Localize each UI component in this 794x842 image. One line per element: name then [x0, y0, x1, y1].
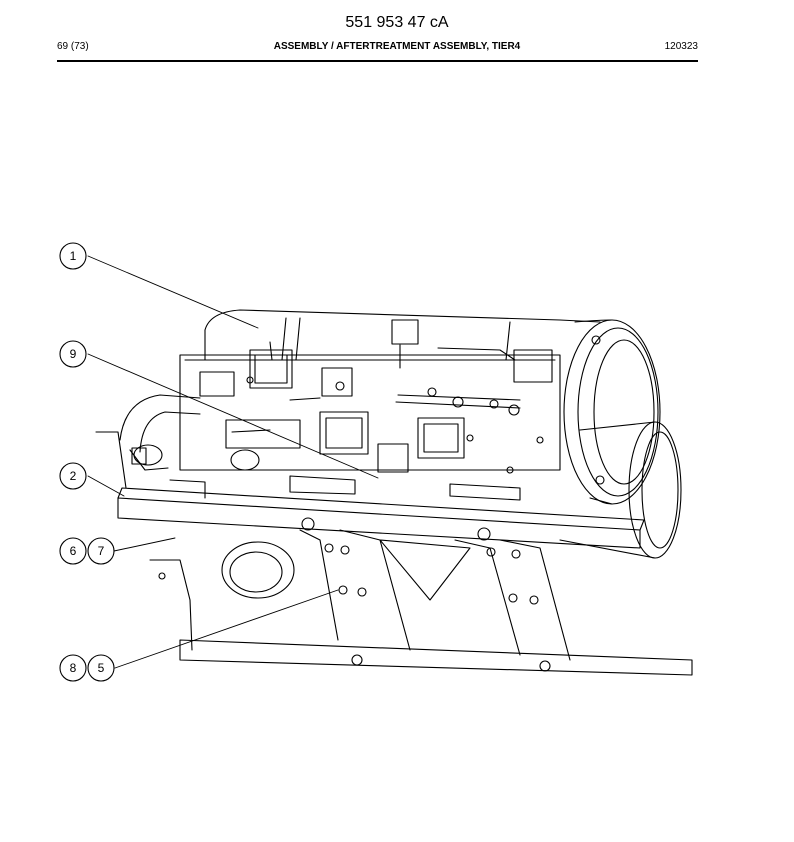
callout-bubble-2: 2	[59, 462, 87, 490]
frame-rail	[95, 431, 645, 549]
callout-label-7: 7	[98, 544, 105, 558]
support-structure	[149, 529, 693, 676]
header-rule	[57, 60, 698, 62]
callout-bubble-5: 5	[87, 654, 115, 682]
callout-leaders	[87, 255, 379, 669]
callout-label-6: 6	[70, 544, 77, 558]
callout-bubble-9: 9	[59, 340, 87, 368]
inlet-pipe	[119, 394, 201, 471]
page-counter: 69 (73)	[57, 41, 89, 52]
callout-bubble-6: 6	[59, 537, 87, 565]
callout-label-1: 1	[70, 249, 77, 263]
callout-label-9: 9	[70, 347, 77, 361]
callout-label-8: 8	[70, 661, 77, 675]
callout-bubble-1: 1	[59, 242, 87, 270]
callout-bubble-8: 8	[59, 654, 87, 682]
document-number: 551 953 47 cA	[345, 14, 449, 31]
callout-label-2: 2	[70, 469, 77, 483]
callout-label-5: 5	[98, 661, 105, 675]
mounting-plate	[179, 319, 561, 474]
scr-cylinder	[559, 421, 682, 559]
callout-bubble-7: 7	[87, 537, 115, 565]
date-code: 120323	[664, 41, 698, 52]
dpf-cylinder	[204, 309, 661, 505]
document-title: ASSEMBLY / AFTERTREATMENT ASSEMBLY, TIER…	[273, 41, 521, 52]
